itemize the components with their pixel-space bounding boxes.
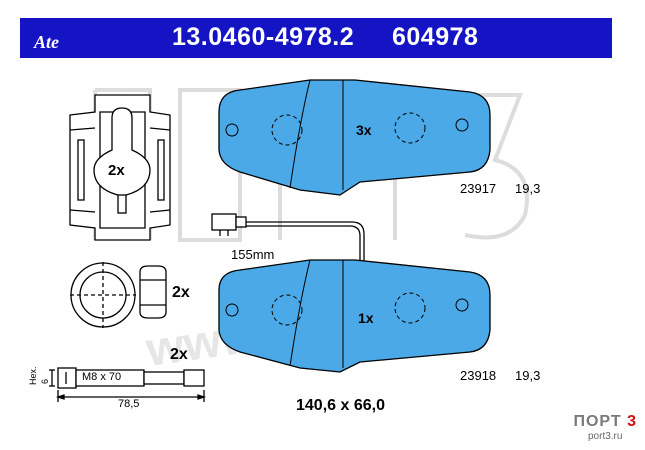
pad-dimensions-label: 140,6 x 66,0	[296, 397, 385, 414]
corner-watermark: ПОРТ 3 port3.ru	[573, 413, 637, 442]
bolt-qty-label: 2x	[170, 346, 188, 363]
watermark-site: port3.ru	[587, 431, 623, 442]
pad-top-qty-label: 3x	[356, 122, 372, 138]
pad-top-thickness: 19,3	[515, 181, 541, 196]
watermark-accent: 3	[627, 413, 637, 430]
anti-rattle-clip	[69, 94, 171, 241]
clip-qty-label: 2x	[108, 162, 125, 179]
pad-bottom-thickness: 19,3	[515, 368, 541, 383]
sensor-length-label: 155mm	[231, 247, 275, 262]
bolt-length-label: 78,5	[118, 398, 140, 410]
pad-bottom-qty-label: 1x	[358, 310, 374, 326]
brake-pad-top	[218, 79, 491, 196]
pad-top-ref: 23917	[460, 181, 497, 196]
product-code: 604978	[392, 23, 479, 51]
part-number: 13.0460-4978.2	[172, 23, 355, 51]
pad-bottom-ref: 23918	[460, 368, 497, 383]
wear-sensor	[211, 213, 365, 262]
guide-bushing	[70, 262, 167, 328]
guide-bolt	[49, 367, 207, 402]
bolt-hex-size: 6	[40, 378, 50, 384]
watermark-brand: ПОРТ	[573, 413, 622, 430]
brand-logo: Ate	[34, 32, 59, 52]
header-bar	[20, 18, 612, 58]
brake-pad-bottom	[218, 259, 491, 373]
bolt-hex-label: Hex.	[28, 366, 38, 385]
bushing-qty-label: 2x	[172, 284, 190, 301]
bolt-thread-label: M8 x 70	[82, 371, 122, 383]
